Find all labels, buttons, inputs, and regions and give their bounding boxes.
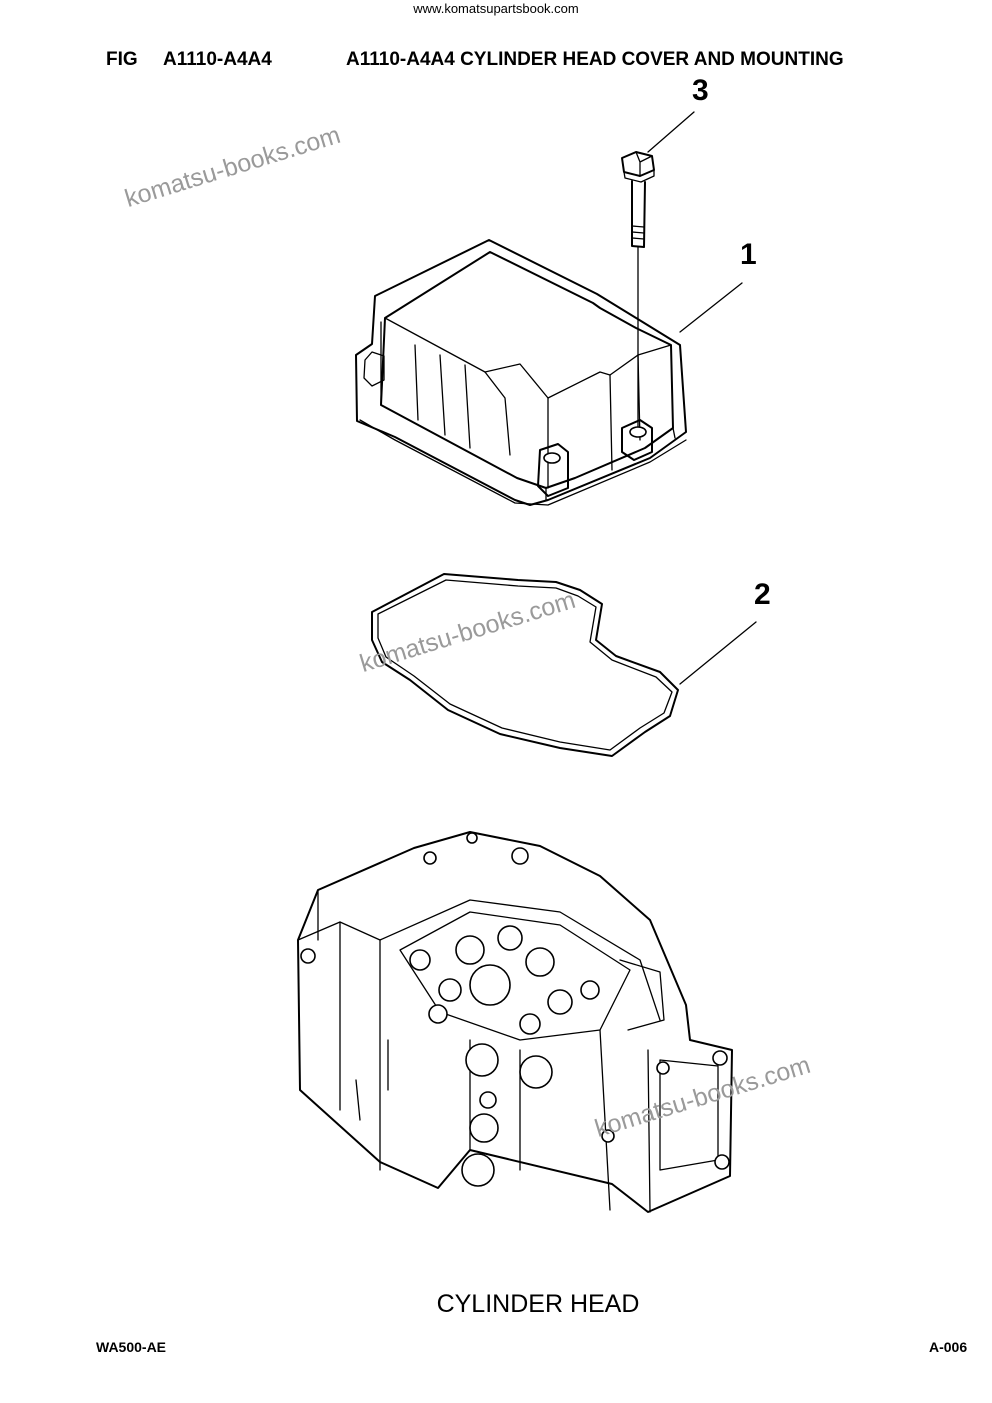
- callout-3: 3: [692, 74, 709, 107]
- leader-line-3: [647, 111, 695, 153]
- site-url: www.komatsupartsbook.com: [413, 1, 579, 16]
- callout-2: 2: [754, 578, 771, 611]
- leader-line-2: [679, 621, 757, 685]
- cylinder-head-assembly: [297, 831, 733, 1213]
- gasket-part-2: [371, 573, 679, 757]
- fig-title: A1110-A4A4 CYLINDER HEAD COVER AND MOUNT…: [346, 49, 844, 70]
- diagram-caption: CYLINDER HEAD: [436, 1290, 640, 1318]
- leader-line-1: [679, 282, 743, 333]
- fig-label: FIG: [106, 49, 138, 70]
- page-number: A-006: [929, 1339, 968, 1355]
- callout-1: 1: [740, 238, 757, 271]
- cylinder-head-cover-part-1: [355, 239, 687, 506]
- model-code: WA500-AE: [96, 1339, 167, 1355]
- fig-code: A1110-A4A4: [163, 49, 272, 70]
- bolt-part-3: [621, 151, 655, 431]
